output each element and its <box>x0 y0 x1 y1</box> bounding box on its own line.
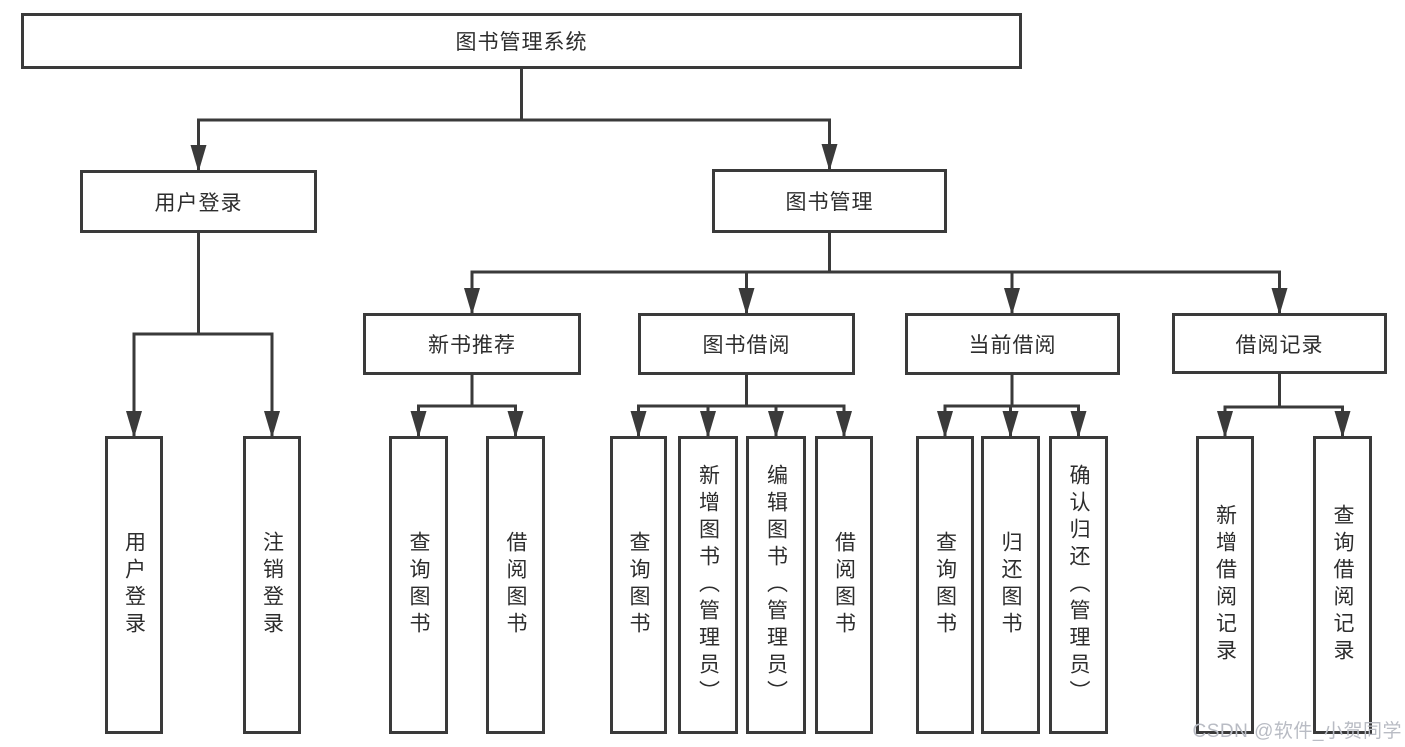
node-current-borrow: 当前借阅 <box>905 313 1120 375</box>
node-root-library-system: 图书管理系统 <box>21 13 1022 69</box>
leaf-borrow-query-book-label: 查询图书 <box>627 531 650 639</box>
node-new-book-recommend: 新书推荐 <box>363 313 581 375</box>
leaf-records-query-record-label: 查询借阅记录 <box>1331 504 1354 666</box>
leaf-newbook-borrow-book: 借阅图书 <box>486 436 545 734</box>
node-book-borrow: 图书借阅 <box>638 313 855 375</box>
leaf-borrow-add-book-admin: 新增图书（管理员） <box>678 436 738 734</box>
leaf-borrow-borrow-book-label: 借阅图书 <box>832 531 856 639</box>
leaf-borrow-edit-book-admin-label: 编辑图书（管理员） <box>764 463 788 707</box>
leaf-newbook-query-book-label: 查询图书 <box>407 531 430 639</box>
leaf-borrow-add-book-admin-label: 新增图书（管理员） <box>696 463 720 707</box>
leaf-newbook-query-book: 查询图书 <box>389 436 448 734</box>
leaf-records-add-record: 新增借阅记录 <box>1196 436 1254 734</box>
leaf-records-query-record: 查询借阅记录 <box>1313 436 1372 734</box>
leaf-newbook-borrow-book-label: 借阅图书 <box>504 531 527 639</box>
leaf-user-login-label: 用户登录 <box>122 531 146 639</box>
leaf-current-query-book-label: 查询图书 <box>933 531 957 639</box>
csdn-watermark: CSDN @软件_小贺同学 <box>1192 721 1402 742</box>
node-book-management: 图书管理 <box>712 169 947 233</box>
leaf-user-login: 用户登录 <box>105 436 163 734</box>
leaf-logout-login: 注销登录 <box>243 436 301 734</box>
leaf-borrow-edit-book-admin: 编辑图书（管理员） <box>746 436 806 734</box>
leaf-current-return-book-label: 归还图书 <box>999 531 1022 639</box>
leaf-logout-login-label: 注销登录 <box>260 531 284 639</box>
leaf-current-confirm-return-admin: 确认归还（管理员） <box>1049 436 1108 734</box>
node-borrow-records: 借阅记录 <box>1172 313 1387 374</box>
leaf-current-query-book: 查询图书 <box>916 436 974 734</box>
leaf-current-return-book: 归还图书 <box>981 436 1040 734</box>
node-user-login: 用户登录 <box>80 170 317 233</box>
leaf-borrow-query-book: 查询图书 <box>610 436 667 734</box>
leaf-records-add-record-label: 新增借阅记录 <box>1213 504 1237 666</box>
leaf-current-confirm-return-admin-label: 确认归还（管理员） <box>1067 463 1090 707</box>
leaf-borrow-borrow-book: 借阅图书 <box>815 436 873 734</box>
